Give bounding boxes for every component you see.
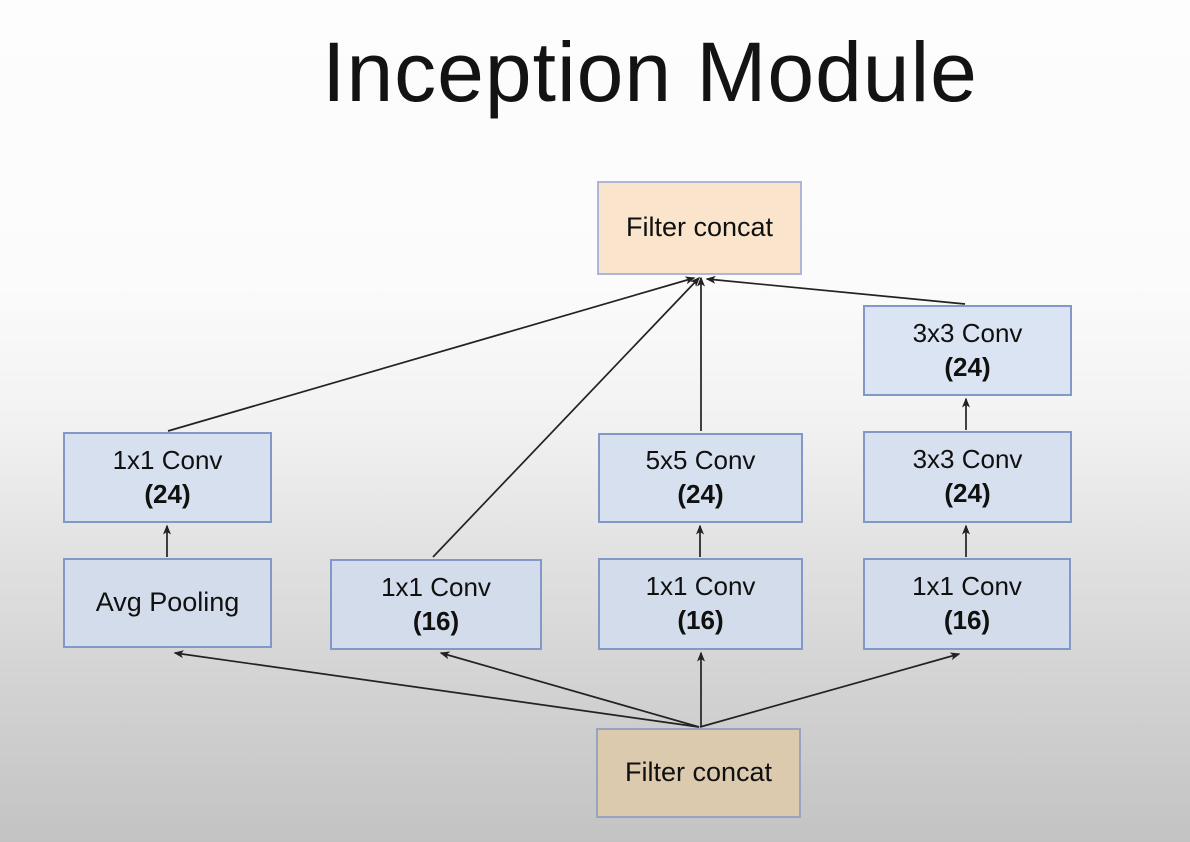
node-sublabel: (24) — [144, 478, 191, 509]
node-label: Avg Pooling — [95, 587, 240, 618]
node-label: 5x5 Conv — [645, 445, 756, 476]
node-label: 1x1 Conv — [912, 571, 1022, 602]
node-label: 1x1 Conv — [381, 571, 491, 602]
node-sublabel: (16) — [412, 605, 460, 636]
node-sublabel: (24) — [677, 479, 724, 509]
node-sublabel: (16) — [943, 605, 991, 635]
node-avg-pooling: Avg Pooling — [63, 558, 272, 648]
node-conv5x5-24: 5x5 Conv (24) — [598, 433, 803, 523]
node-label: Filter concat — [625, 212, 774, 243]
node-label: 3x3 Conv — [912, 317, 1023, 348]
node-label: 1x1 Conv — [645, 571, 756, 602]
node-filter-concat-bottom: Filter concat — [596, 728, 801, 818]
page-title: Inception Module — [322, 25, 978, 119]
node-sublabel: (24) — [944, 478, 991, 508]
node-label: 3x3 Conv — [912, 444, 1023, 475]
edge-conv1x1_24_left-to-filter_concat_top — [167, 276, 696, 432]
node-conv1x1-16-a: 1x1 Conv (16) — [330, 559, 542, 650]
node-conv1x1-16-b: 1x1 Conv (16) — [598, 558, 803, 650]
edge-filter_concat_bottom-to-avg_pooling — [173, 650, 700, 728]
node-filter-concat-top: Filter concat — [597, 181, 802, 275]
node-label: 1x1 Conv — [112, 444, 223, 475]
edge-conv3x3_24_top-to-filter_concat_top — [705, 275, 966, 305]
node-label: Filter concat — [624, 757, 773, 788]
node-sublabel: (16) — [677, 605, 724, 635]
node-conv1x1-16-c: 1x1 Conv (16) — [863, 558, 1071, 650]
edge-filter_concat_bottom-to-conv1x1_16_c — [699, 652, 961, 728]
node-conv3x3-24-mid: 3x3 Conv (24) — [863, 431, 1072, 523]
node-conv3x3-24-top: 3x3 Conv (24) — [863, 305, 1072, 396]
node-conv1x1-24-left: 1x1 Conv (24) — [63, 432, 272, 523]
edge-filter_concat_bottom-to-conv1x1_16_a — [439, 651, 700, 728]
node-sublabel: (24) — [944, 351, 991, 382]
